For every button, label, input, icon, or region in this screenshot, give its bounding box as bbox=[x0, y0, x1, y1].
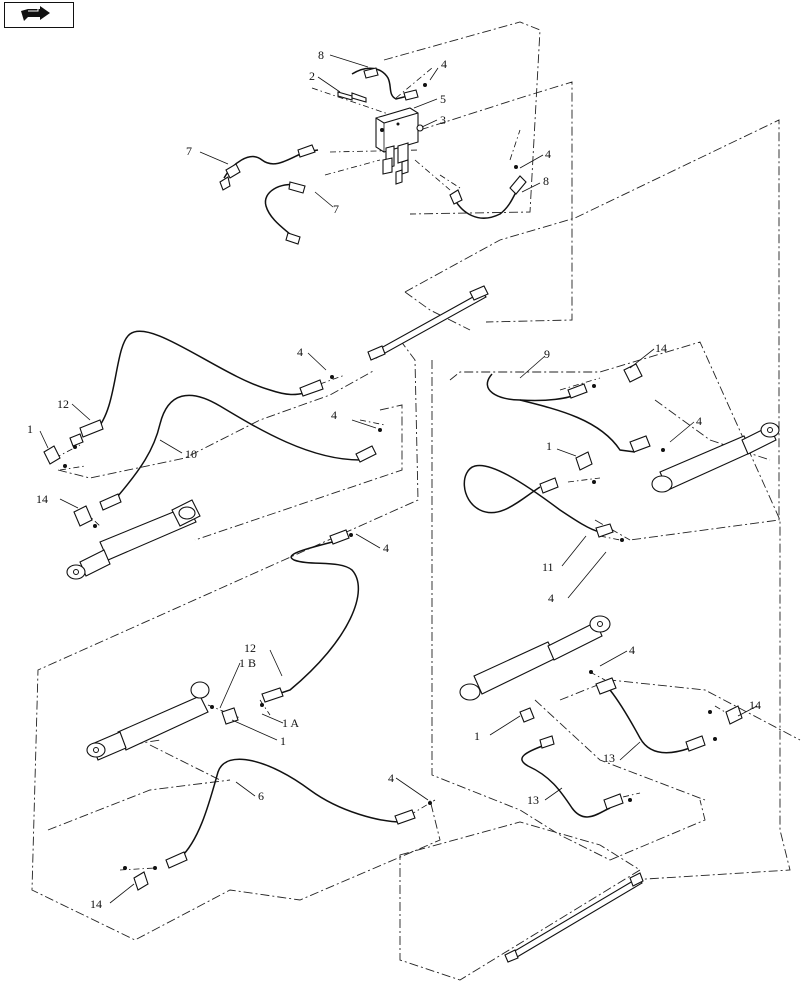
callout-14-top: 14 bbox=[655, 341, 667, 355]
callout-labels: 8 2 4 5 3 7 7 4 8 4 12 1 4 10 14 9 14 4 … bbox=[27, 48, 761, 911]
callout-13-right: 13 bbox=[603, 751, 615, 765]
callout-1-lower: 1 bbox=[280, 734, 286, 748]
callout-4-c: 4 bbox=[696, 414, 702, 428]
hoses bbox=[69, 67, 706, 869]
callout-1-bottom: 1 bbox=[474, 729, 480, 743]
page-turn-button[interactable] bbox=[4, 2, 74, 28]
callout-4-e: 4 bbox=[383, 541, 389, 555]
callout-5: 5 bbox=[440, 92, 446, 106]
callout-10: 10 bbox=[185, 447, 197, 461]
callout-8-right: 8 bbox=[543, 174, 549, 188]
callout-4-g: 4 bbox=[388, 771, 394, 785]
callout-4-b: 4 bbox=[331, 408, 337, 422]
callout-7-mid: 7 bbox=[333, 202, 339, 216]
callout-14-right: 14 bbox=[749, 698, 761, 712]
callout-4-a: 4 bbox=[297, 345, 303, 359]
callout-6: 6 bbox=[258, 789, 264, 803]
callout-1B: 1 B bbox=[239, 656, 256, 670]
assembly-boundaries bbox=[31, 21, 801, 981]
callout-13-left: 13 bbox=[527, 793, 539, 807]
callout-11: 11 bbox=[542, 560, 554, 574]
callout-4-f: 4 bbox=[629, 643, 635, 657]
callout-14-left: 14 bbox=[36, 492, 48, 506]
callout-8-top: 8 bbox=[318, 48, 324, 62]
elbow-fittings bbox=[43, 363, 743, 891]
hydraulic-cylinders bbox=[66, 422, 780, 761]
page-turn-arrow-icon bbox=[21, 6, 50, 21]
callout-2: 2 bbox=[309, 69, 315, 83]
callout-1-left: 1 bbox=[27, 422, 33, 436]
callout-9: 9 bbox=[544, 347, 550, 361]
callout-4-d: 4 bbox=[548, 591, 554, 605]
callout-3: 3 bbox=[440, 113, 446, 127]
callout-4-right: 4 bbox=[545, 147, 551, 161]
callout-14-bottom: 14 bbox=[90, 897, 102, 911]
callout-12-lower: 12 bbox=[244, 641, 256, 655]
rigid-tubes bbox=[367, 285, 644, 963]
callout-7-left: 7 bbox=[186, 144, 192, 158]
callout-1A: 1 A bbox=[282, 716, 299, 730]
valve-block bbox=[375, 107, 419, 185]
callout-1-right: 1 bbox=[546, 439, 552, 453]
axis-lines bbox=[54, 67, 736, 871]
small-fittings bbox=[63, 83, 717, 870]
leader-lines bbox=[39, 54, 758, 904]
callout-4-top: 4 bbox=[441, 57, 447, 71]
callout-12-upper: 12 bbox=[57, 397, 69, 411]
